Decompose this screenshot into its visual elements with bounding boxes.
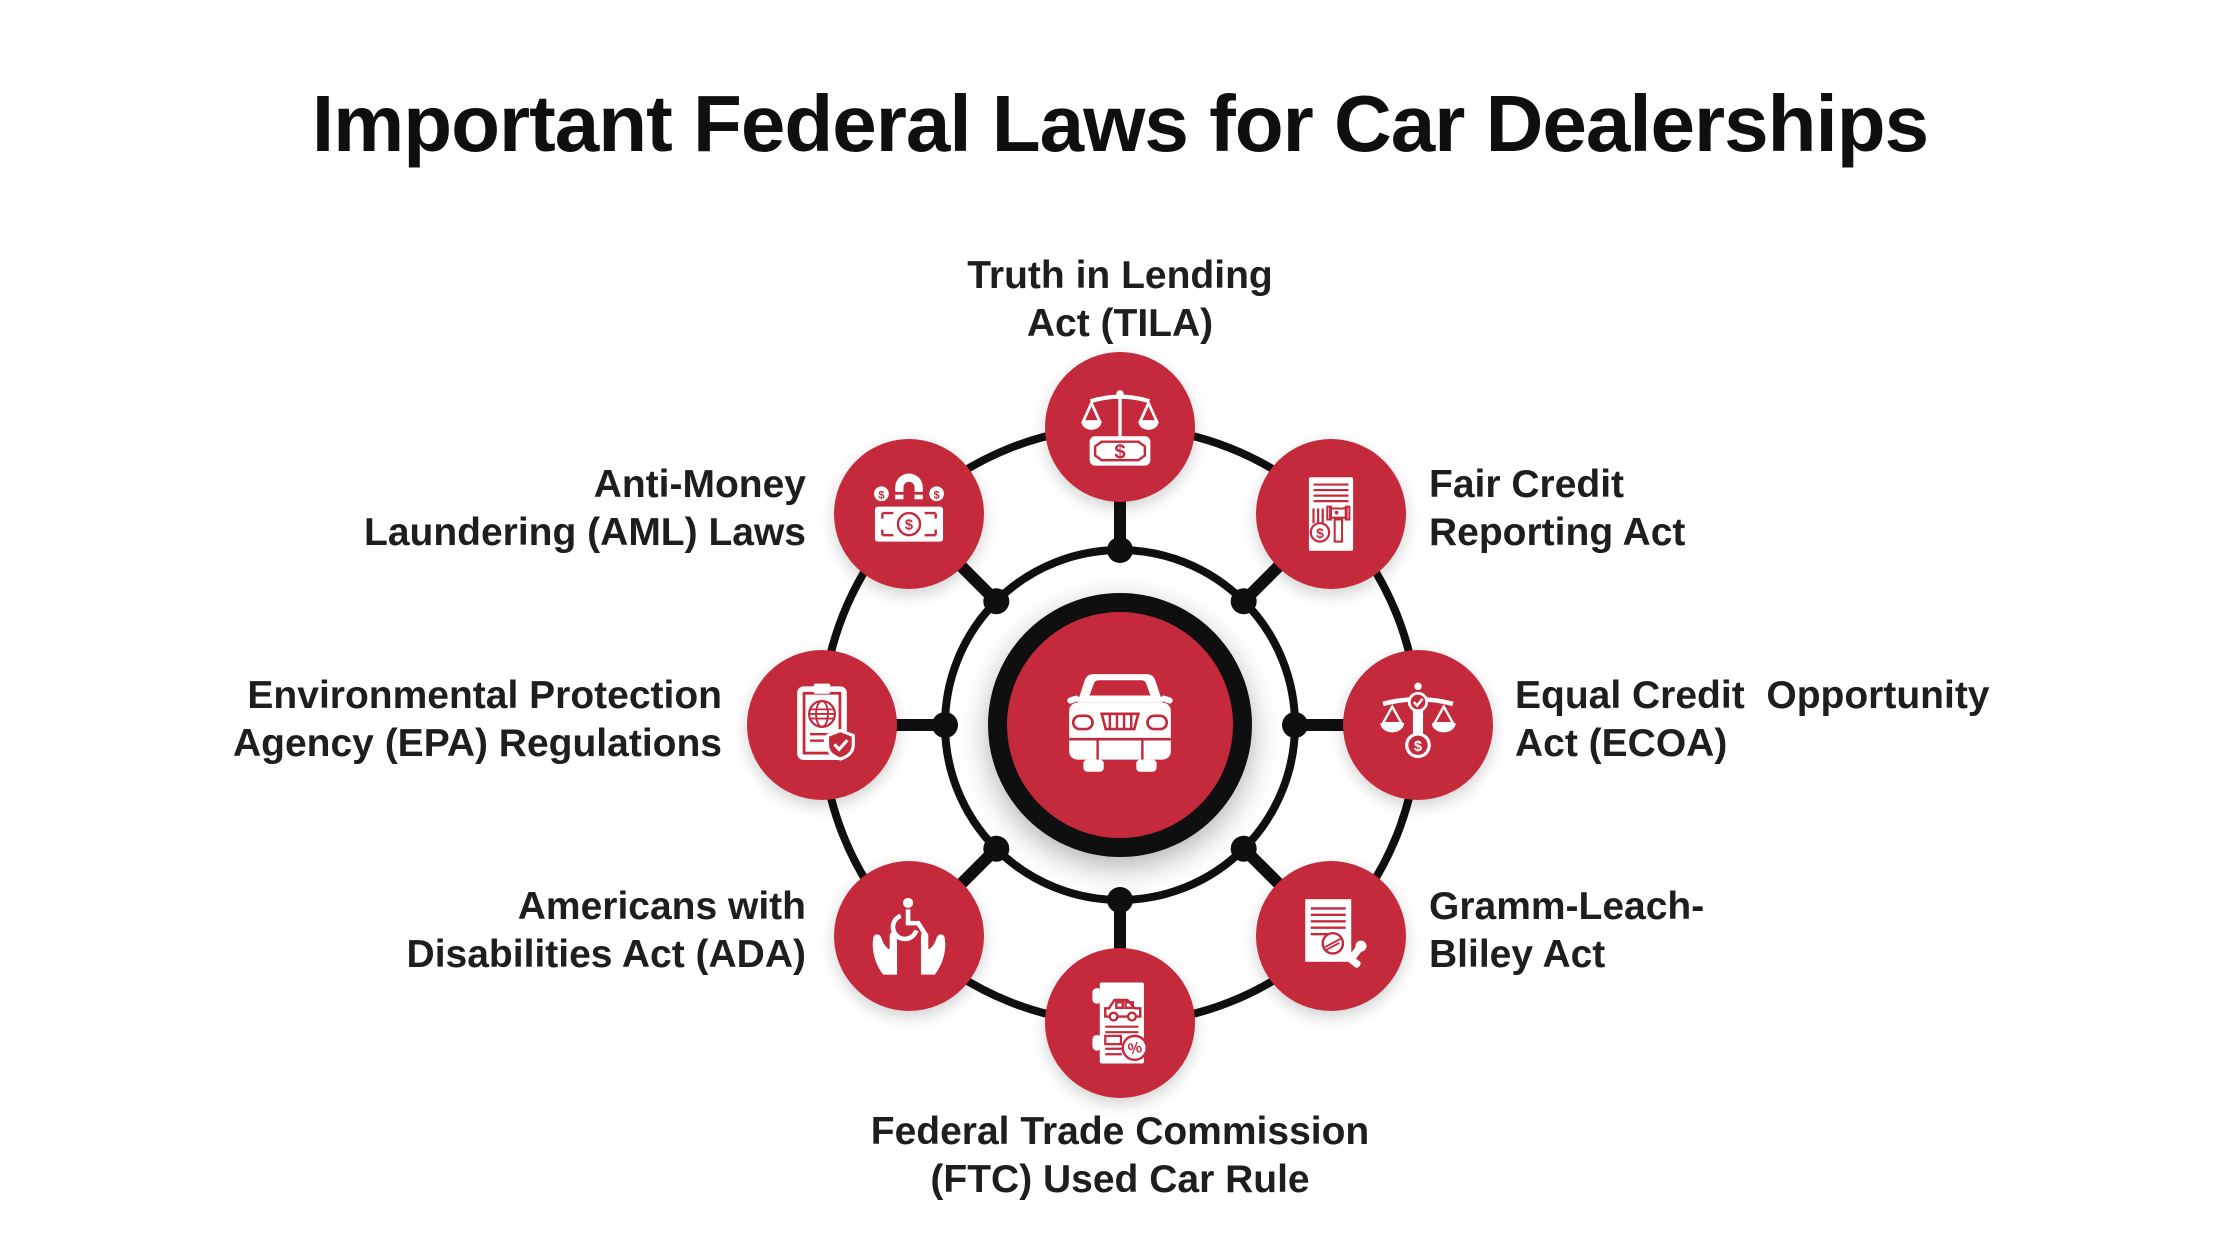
clipboard-globe-shield-icon <box>797 683 855 761</box>
svg-text:$: $ <box>1414 739 1422 755</box>
node-epa <box>747 650 897 800</box>
label-fcra: Fair Credit Reporting Act <box>1429 463 1686 554</box>
svg-text:$: $ <box>878 489 884 501</box>
balance-check-dollar-icon: $ <box>1380 682 1456 759</box>
label-glba: Gramm-Leach- Bliley Act <box>1429 885 1705 976</box>
svg-text:$: $ <box>905 518 913 534</box>
ring-dots <box>932 537 1308 913</box>
page-title: Important Federal Laws for Car Dealershi… <box>311 79 1929 168</box>
money-magnet-icon: $ $ $ <box>874 473 944 542</box>
hands-wheelchair-icon <box>872 897 946 975</box>
car-contract-percent-icon: % <box>1092 982 1148 1064</box>
label-ftc: Federal Trade Commission (FTC) Used Car … <box>870 1110 1370 1201</box>
document-stamp-icon <box>1305 899 1367 968</box>
node-glba <box>1256 861 1406 1011</box>
svg-text:$: $ <box>1316 526 1324 541</box>
center-hub <box>988 593 1252 857</box>
node-fcra: $ <box>1256 439 1406 589</box>
node-aml: $ $ $ <box>834 439 984 589</box>
label-tila: Truth in Lending Act (TILA) <box>967 254 1273 345</box>
label-ada: Americans with Disabilities Act (ADA) <box>406 885 806 976</box>
label-ecoa: Equal Credit Opportunity Act (ECOA) <box>1515 674 1990 765</box>
svg-text:$: $ <box>1114 441 1125 463</box>
label-epa: Environmental Protection Agency (EPA) Re… <box>232 674 722 765</box>
credit-report-gavel-icon: $ <box>1307 475 1355 553</box>
node-ada <box>834 861 984 1011</box>
node-tila: $ <box>1045 352 1195 502</box>
scales-on-money-icon: $ <box>1081 390 1159 466</box>
svg-text:$: $ <box>934 489 940 501</box>
car-front-icon <box>1067 674 1173 772</box>
label-aml: Anti-Money Laundering (AML) Laws <box>364 463 806 554</box>
svg-text:%: % <box>1126 1039 1143 1059</box>
node-ecoa: $ <box>1343 650 1493 800</box>
node-ftc: % <box>1045 948 1195 1098</box>
